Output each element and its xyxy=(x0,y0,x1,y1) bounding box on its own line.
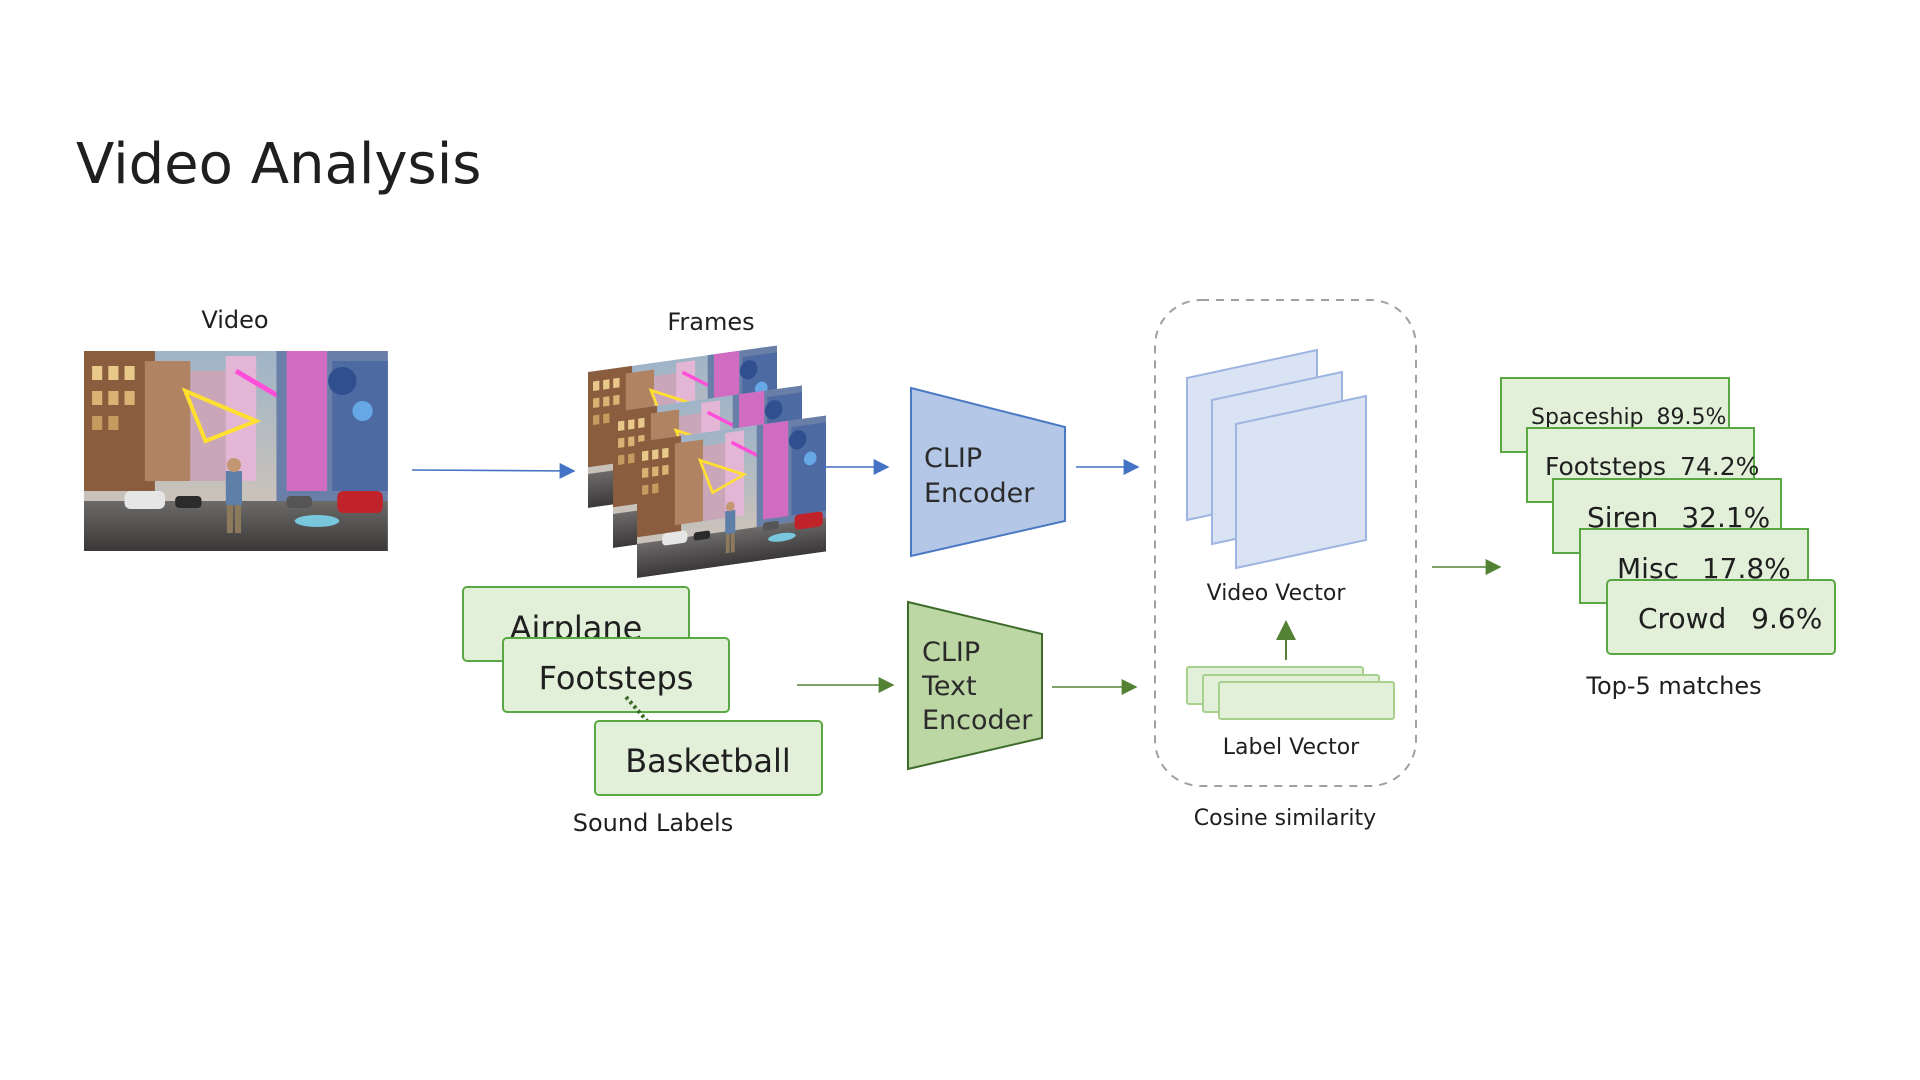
result-1-score: 89.5% xyxy=(1657,405,1727,430)
frames-caption: Frames xyxy=(667,308,754,336)
clip-encoder-line2: Encoder xyxy=(924,478,1035,509)
result-5-score: 9.6% xyxy=(1751,602,1822,635)
cosine-similarity-box xyxy=(1154,299,1417,787)
sound-label-card-2 xyxy=(502,637,730,713)
clip-text-encoder-line1: CLIP xyxy=(922,637,980,668)
sound-label-3: Basketball xyxy=(625,742,791,780)
clip-encoder-shape xyxy=(910,386,1066,558)
clip-encoder: CLIP Encoder xyxy=(910,386,1066,558)
clip-text-encoder-line3: Encoder xyxy=(922,705,1033,736)
result-2-label: Footsteps xyxy=(1545,452,1666,481)
video-vector-stack xyxy=(1186,348,1367,570)
label-vector-bar-3 xyxy=(1218,681,1395,720)
clip-text-encoder-line2: Text xyxy=(921,671,977,702)
clip-encoder-line1: CLIP xyxy=(924,443,982,474)
video-vector-plane-3 xyxy=(1235,394,1367,570)
sound-labels-caption: Sound Labels xyxy=(573,809,733,837)
clip-text-encoder-shape xyxy=(907,600,1043,771)
page-title: Video Analysis xyxy=(76,132,481,197)
result-1-label: Spaceship xyxy=(1531,405,1644,430)
frames-stack xyxy=(588,345,826,579)
result-2-text: Footsteps 74.2% xyxy=(1545,452,1759,481)
clip-text-encoder: CLIP Text Encoder xyxy=(907,600,1043,771)
cosine-similarity-caption: Cosine similarity xyxy=(1194,806,1376,831)
label-vector-label: Label Vector xyxy=(1223,735,1360,760)
sound-label-2: Footsteps xyxy=(539,659,694,697)
result-2-score: 74.2% xyxy=(1680,452,1759,481)
results-caption: Top-5 matches xyxy=(1585,672,1761,700)
frame-3-image xyxy=(637,415,826,579)
result-5-text: Crowd 9.6% xyxy=(1638,602,1822,635)
results-stack: Spaceship 89.5% Footsteps 74.2% Siren 32… xyxy=(1500,377,1836,655)
result-card-5 xyxy=(1606,579,1836,655)
label-vector-stack xyxy=(1186,666,1395,720)
video-vector-label: Video Vector xyxy=(1207,581,1347,606)
arrow-video-to-frames xyxy=(411,462,576,479)
sound-label-card-3 xyxy=(594,720,823,796)
sound-labels-stack: Airplane Footsteps Basketball xyxy=(462,586,823,796)
result-1-text: Spaceship 89.5% xyxy=(1531,405,1726,430)
result-5-label: Crowd xyxy=(1638,602,1726,635)
video-caption: Video xyxy=(201,306,268,334)
video-thumbnail-image xyxy=(84,351,388,551)
